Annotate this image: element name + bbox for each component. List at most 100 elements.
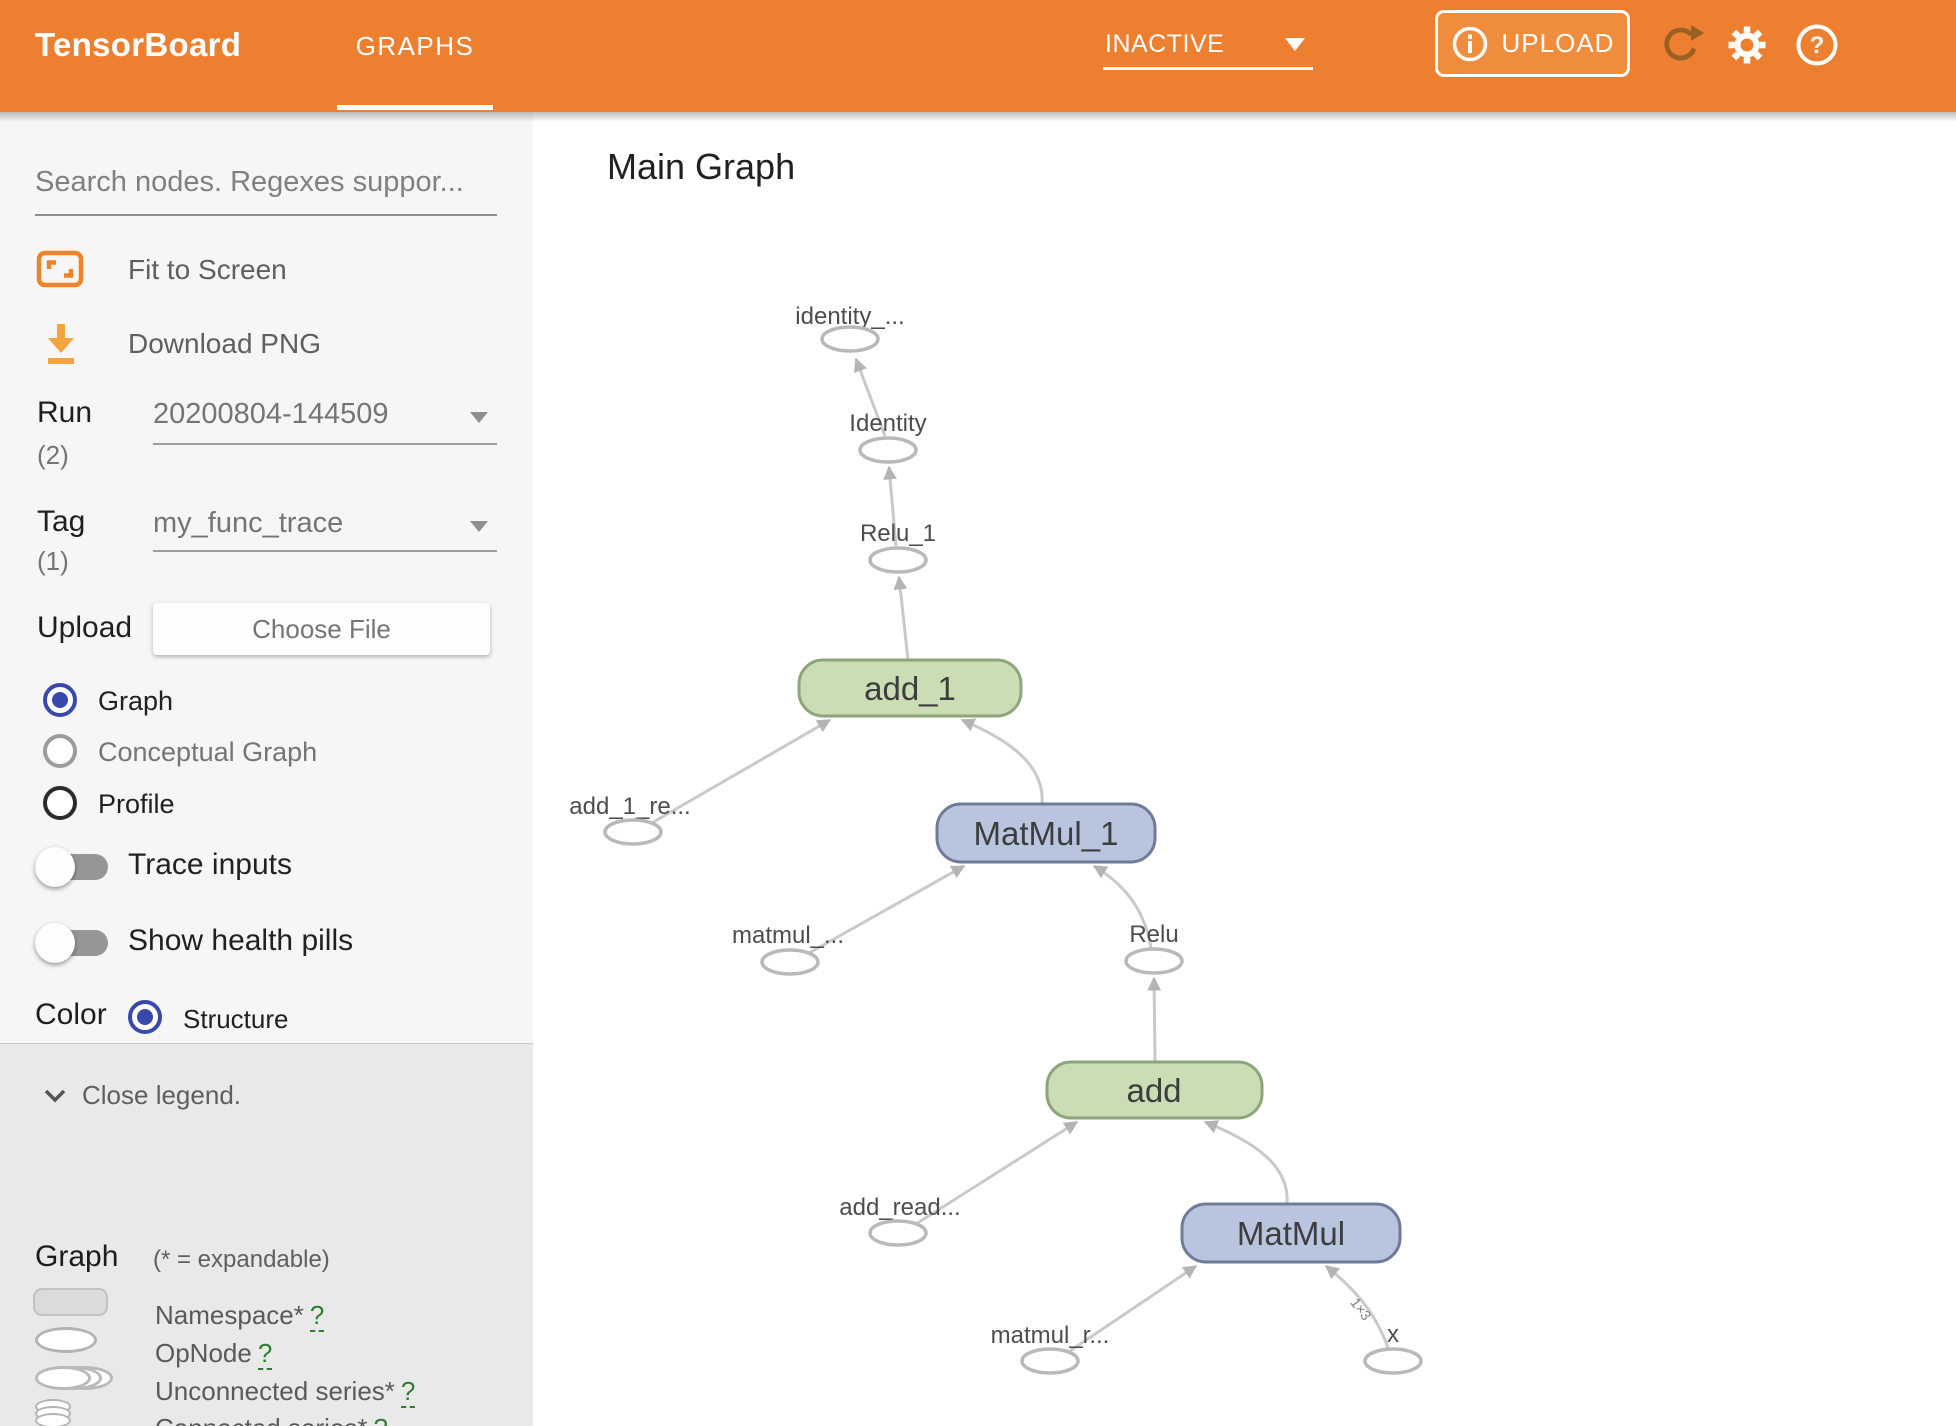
- node-matmul-1[interactable]: MatMul_1: [935, 802, 1157, 864]
- radio-profile[interactable]: [43, 786, 77, 820]
- health-pills-toggle-knob[interactable]: [35, 923, 75, 963]
- search-input[interactable]: [35, 150, 497, 216]
- node-add-1-read[interactable]: add_1_re...: [569, 793, 691, 846]
- run-dropdown-underline: [153, 443, 497, 445]
- node-matmul-r-read[interactable]: matmul_r...: [991, 1322, 1110, 1375]
- radio-conceptual-graph-label[interactable]: Conceptual Graph: [98, 737, 318, 767]
- tag-label: Tag: [37, 505, 86, 538]
- svg-text:matmul_...: matmul_...: [732, 922, 844, 949]
- run-label: Run: [37, 396, 93, 429]
- radio-color-structure-label[interactable]: Structure: [183, 1004, 289, 1034]
- status-dropdown[interactable]: INACTIVE: [1103, 24, 1313, 70]
- download-icon: [48, 324, 74, 364]
- legend-item-connected-series: Connected series*?: [155, 1413, 388, 1426]
- download-png-label: Download PNG: [128, 328, 321, 359]
- edge-x-to-matmul: [1324, 1264, 1390, 1349]
- radio-color-structure[interactable]: [128, 1000, 162, 1034]
- upload-button[interactable]: UPLOAD: [1435, 10, 1630, 77]
- legend-item-namespace: Namespace*?: [155, 1300, 325, 1332]
- info-icon: [1452, 26, 1487, 61]
- tab-graphs[interactable]: GRAPHS: [355, 31, 475, 61]
- edge-relu-to-matmul1: [1092, 864, 1153, 949]
- node-identity-out[interactable]: identity_...: [795, 303, 905, 353]
- run-dropdown-caret[interactable]: [470, 412, 488, 423]
- svg-text:Identity: Identity: [849, 410, 926, 437]
- svg-text:MatMul_1: MatMul_1: [974, 815, 1119, 852]
- graph-edges: 1×3: [649, 357, 1390, 1353]
- edge-add1read-to-add1: [649, 718, 832, 826]
- svg-text:add_read...: add_read...: [839, 1194, 960, 1221]
- node-matmul[interactable]: MatMul: [1180, 1202, 1402, 1264]
- trace-inputs-toggle-knob[interactable]: [35, 847, 75, 887]
- legend-panel: Close legend. Graph (* = expandable) Nam…: [0, 1044, 533, 1426]
- tag-dropdown-underline: [153, 550, 497, 552]
- radio-graph-label[interactable]: Graph: [98, 686, 174, 716]
- chevron-down-icon: [1285, 38, 1305, 51]
- run-dropdown[interactable]: 20200804-144509: [153, 398, 389, 430]
- node-x[interactable]: x: [1363, 1321, 1423, 1375]
- legend-item-unconnected-series: Unconnected series*?: [155, 1376, 416, 1408]
- run-count: (2): [37, 440, 69, 470]
- upload-button-label: UPLOAD: [1501, 28, 1615, 58]
- chevron-down-icon[interactable]: [42, 1086, 68, 1106]
- svg-text:x: x: [1387, 1321, 1399, 1348]
- active-tab-indicator: [337, 105, 493, 110]
- health-pills-label: Show health pills: [128, 924, 354, 957]
- namespace-help-link[interactable]: ?: [309, 1300, 325, 1332]
- svg-text:Relu_1: Relu_1: [860, 520, 936, 547]
- node-add-read[interactable]: add_read...: [839, 1194, 961, 1247]
- node-add-1[interactable]: add_1: [797, 658, 1023, 718]
- fit-to-screen-label: Fit to Screen: [128, 254, 287, 285]
- fit-to-screen-button[interactable]: Fit to Screen: [0, 244, 533, 296]
- namespace-swatch-icon: [33, 1288, 108, 1316]
- download-png-button[interactable]: Download PNG: [0, 318, 533, 370]
- refresh-icon[interactable]: [1655, 20, 1705, 70]
- trace-inputs-label: Trace inputs: [128, 848, 292, 881]
- main-graph-panel: Main Graph 1×3 identity_...: [533, 112, 1956, 1426]
- app-header: TensorBoard GRAPHS INACTIVE UPLOAD ?: [0, 0, 1956, 112]
- graph-canvas[interactable]: 1×3 identity_... Identity Relu_1 add_1_r…: [533, 112, 1956, 1426]
- edge-addread-to-add: [915, 1120, 1079, 1226]
- settings-gear-icon[interactable]: [1722, 20, 1772, 70]
- edge-add-to-relu: [1147, 976, 1162, 1062]
- edge-dimension-label: 1×3: [1347, 1295, 1374, 1324]
- opnode-ellipse-icon: [35, 1327, 97, 1353]
- edge-matmulr-to-matmul: [1069, 1264, 1198, 1353]
- sidebar: Fit to Screen Download PNG Run (2) 20200…: [0, 112, 533, 1426]
- svg-text:add_1_re...: add_1_re...: [569, 793, 690, 820]
- radio-graph[interactable]: [43, 683, 77, 717]
- legend-item-opnode: OpNode?: [155, 1338, 273, 1370]
- svg-text:add: add: [1126, 1072, 1181, 1109]
- tag-count: (1): [37, 546, 69, 576]
- node-matmul-read[interactable]: matmul_...: [732, 922, 844, 976]
- edge-matmulread-to-matmul1: [808, 864, 966, 955]
- close-legend-button[interactable]: Close legend.: [82, 1080, 241, 1110]
- tag-dropdown[interactable]: my_func_trace: [153, 507, 344, 539]
- node-identity[interactable]: Identity: [849, 410, 927, 464]
- color-label: Color: [35, 998, 107, 1031]
- svg-text:Relu: Relu: [1129, 921, 1178, 948]
- choose-file-button[interactable]: Choose File: [153, 603, 490, 655]
- unconnected-series-help-link[interactable]: ?: [400, 1376, 416, 1408]
- svg-text:matmul_r...: matmul_r...: [991, 1322, 1110, 1349]
- legend-graph-header: Graph: [35, 1240, 119, 1273]
- edge-add1-to-relu1: [893, 575, 910, 661]
- upload-label: Upload: [37, 611, 133, 644]
- node-relu-1[interactable]: Relu_1: [860, 520, 936, 574]
- app-title: TensorBoard: [35, 26, 242, 63]
- fit-to-screen-icon: [36, 250, 84, 288]
- svg-text:MatMul: MatMul: [1237, 1215, 1345, 1252]
- radio-conceptual-graph[interactable]: [43, 734, 77, 768]
- radio-profile-label[interactable]: Profile: [98, 789, 175, 819]
- node-relu[interactable]: Relu: [1124, 921, 1184, 975]
- edge-matmul1-to-add1: [960, 718, 1044, 805]
- status-dropdown-value: INACTIVE: [1105, 30, 1225, 58]
- connected-series-help-link[interactable]: ?: [373, 1413, 388, 1426]
- edge-matmul-to-add: [1203, 1120, 1289, 1205]
- node-add[interactable]: add: [1045, 1060, 1264, 1120]
- legend-divider: [0, 1043, 533, 1044]
- opnode-help-link[interactable]: ?: [257, 1338, 273, 1370]
- legend-expandable-note: (* = expandable): [153, 1246, 330, 1273]
- tag-dropdown-caret[interactable]: [470, 521, 488, 532]
- help-icon[interactable]: ?: [1792, 20, 1842, 70]
